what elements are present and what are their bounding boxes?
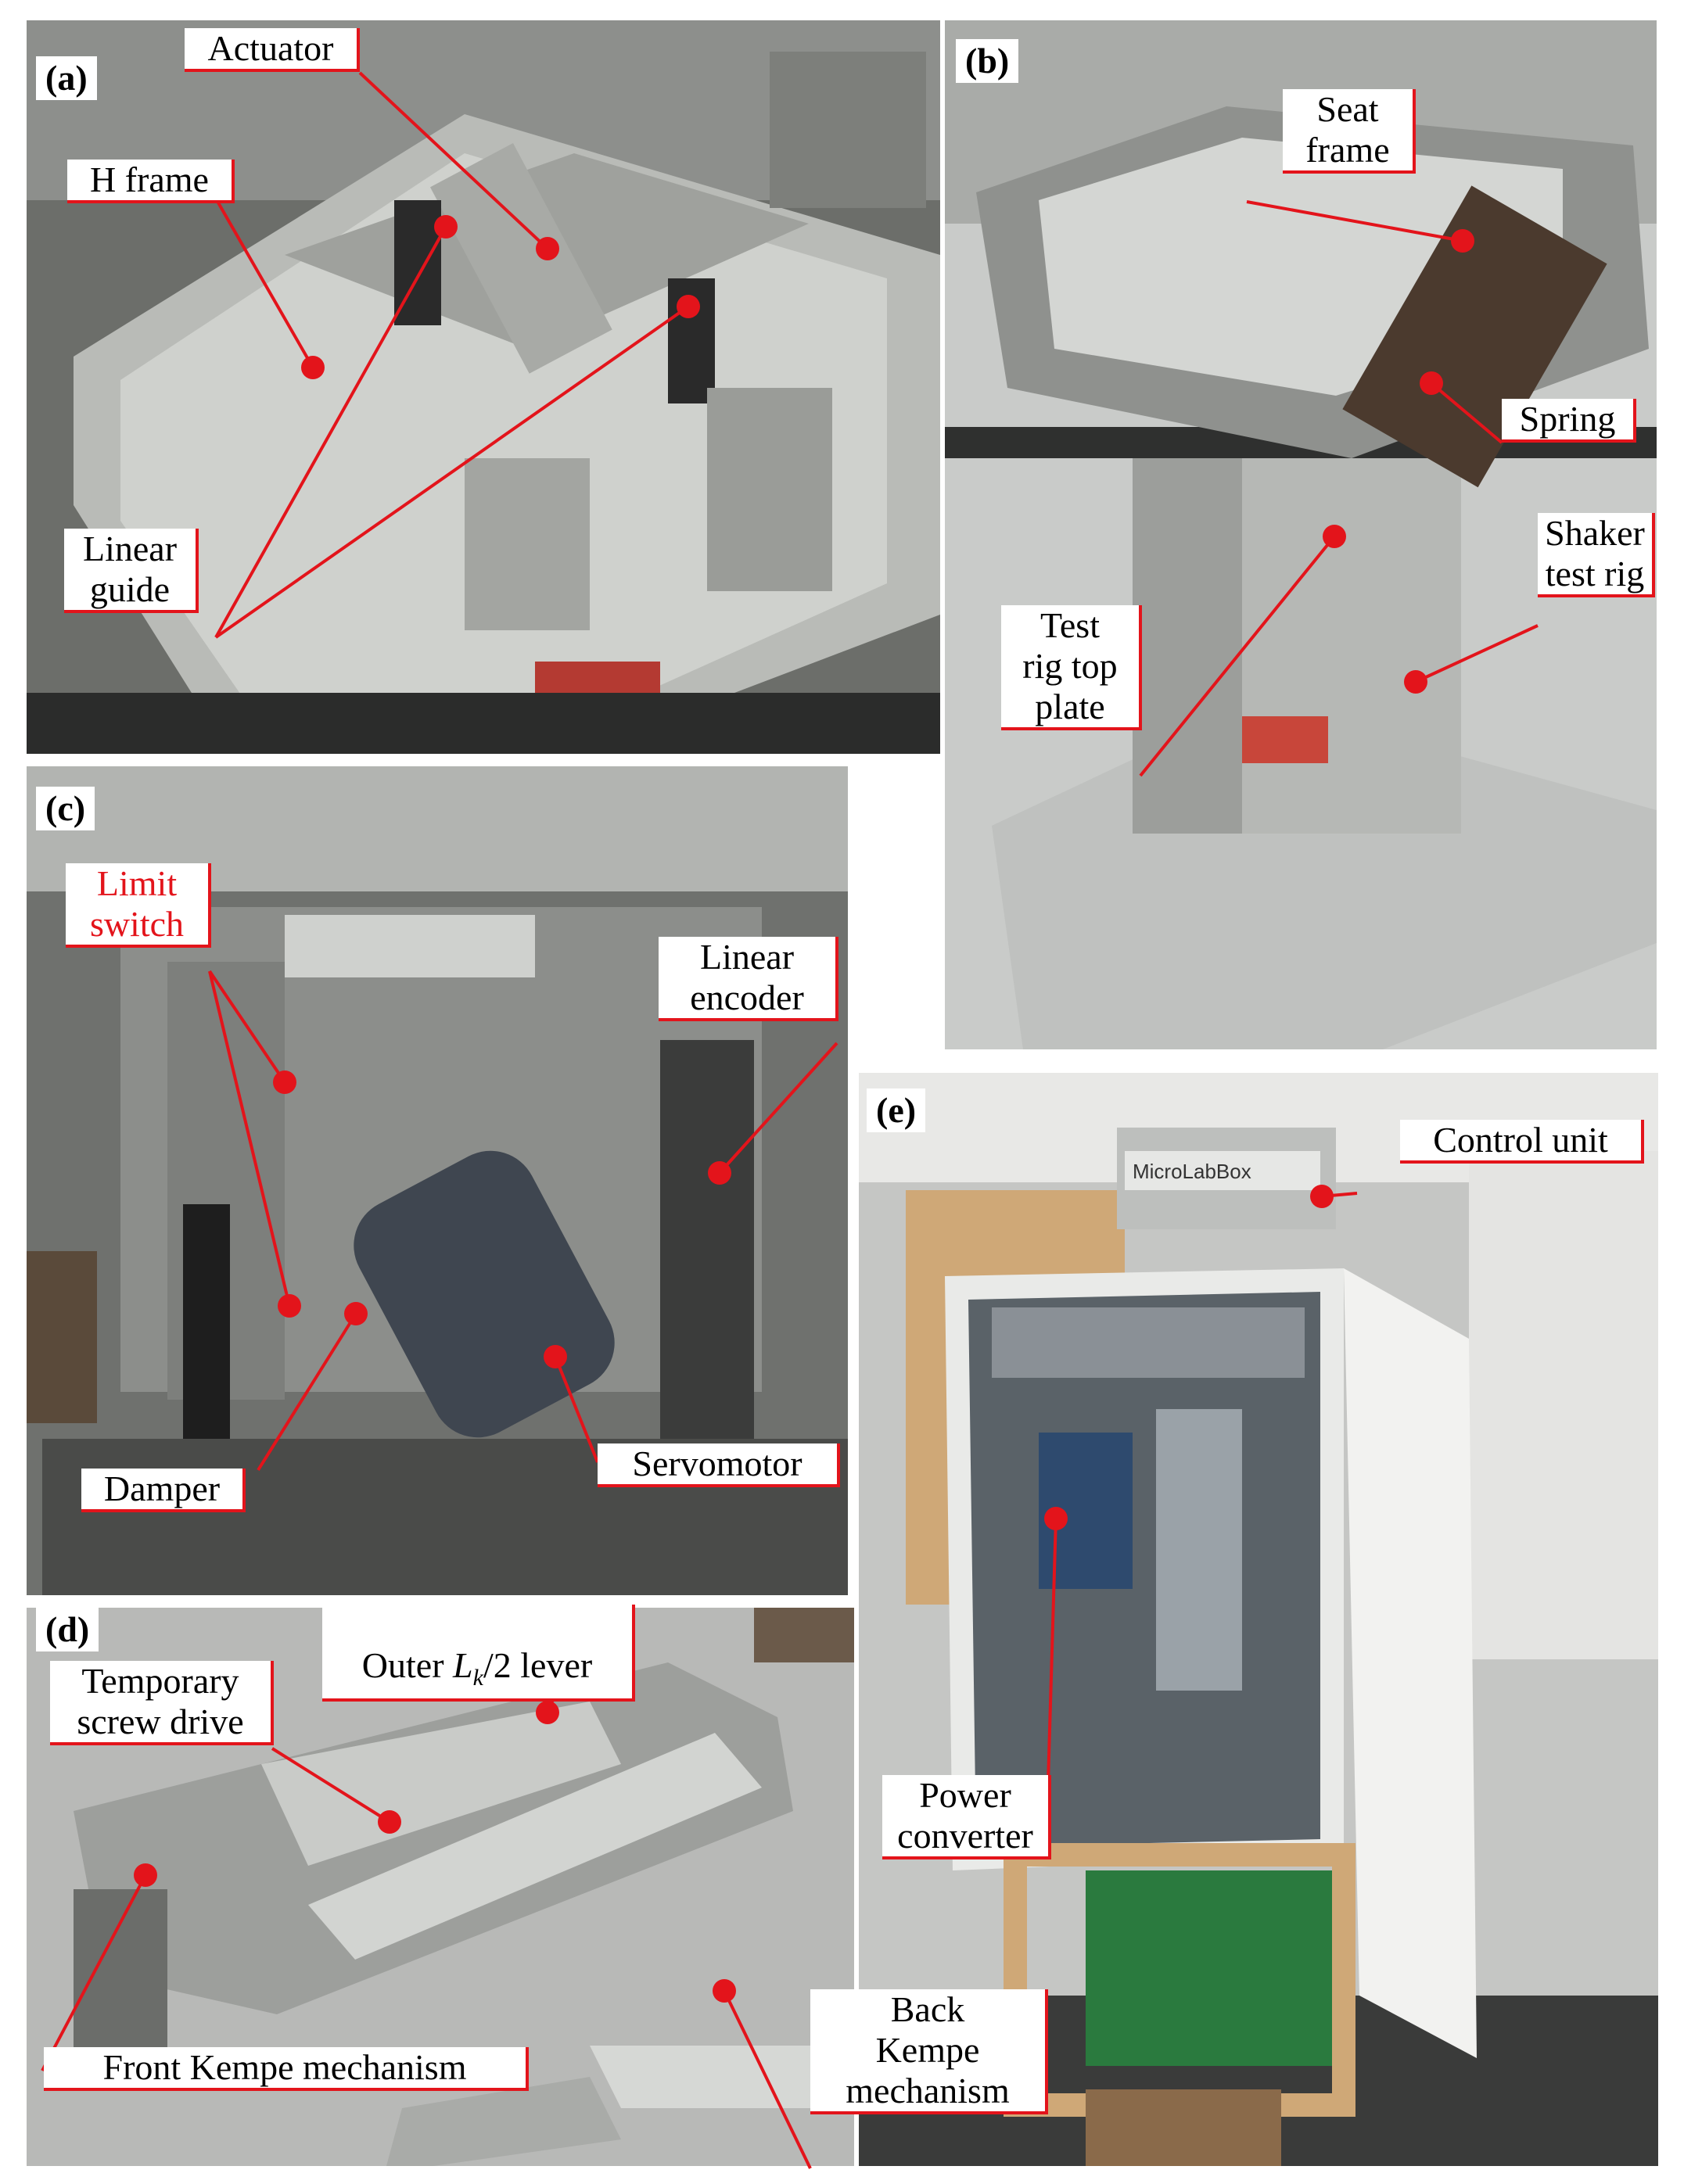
- label-temporary-screw-drive: Temporary screw drive: [50, 1661, 274, 1745]
- label-actuator: Actuator: [185, 28, 360, 72]
- panel-label-c: (c): [36, 787, 95, 830]
- label-h-frame: H frame: [67, 160, 235, 203]
- panel-label-b: (b): [956, 39, 1019, 83]
- panel-e-photo: MicroLabBox: [859, 1073, 1658, 2166]
- panel-e-image: MicroLabBox: [859, 1073, 1658, 2166]
- label-linear-encoder: Linear encoder: [659, 937, 838, 1021]
- label-shaker-test-rig: Shaker test rig: [1538, 513, 1655, 597]
- label-damper: Damper: [81, 1469, 246, 1512]
- panel-label-d: (d): [36, 1608, 99, 1651]
- panel-label-a: (a): [36, 56, 97, 100]
- label-front-kempe-mechanism: Front Kempe mechanism: [44, 2047, 529, 2091]
- panel-a-photo: [27, 20, 940, 754]
- label-spring: Spring: [1502, 399, 1636, 443]
- label-limit-switch: Limit switch: [66, 863, 211, 948]
- microlabbox-logo-text: MicroLabBox: [1133, 1160, 1251, 1183]
- label-servomotor: Servomotor: [598, 1443, 840, 1487]
- panel-a-image: [27, 20, 940, 754]
- label-control-unit: Control unit: [1400, 1120, 1644, 1164]
- label-power-converter: Power converter: [882, 1775, 1051, 1859]
- outer-lever-symbol: L: [453, 1645, 473, 1685]
- outer-lever-suffix: /2 lever: [483, 1645, 593, 1685]
- outer-lever-prefix: Outer: [361, 1645, 454, 1685]
- label-linear-guide: Linear guide: [64, 529, 199, 613]
- label-back-kempe-mechanism: Back Kempe mechanism: [810, 1989, 1048, 2114]
- label-outer-lever: Outer Lk/2 lever: [322, 1605, 635, 1702]
- outer-lever-subscript: k: [472, 1665, 483, 1691]
- label-seat-frame: Seat frame: [1283, 89, 1416, 174]
- panel-label-e: (e): [867, 1088, 926, 1132]
- label-test-rig-top-plate: Test rig top plate: [1001, 605, 1142, 730]
